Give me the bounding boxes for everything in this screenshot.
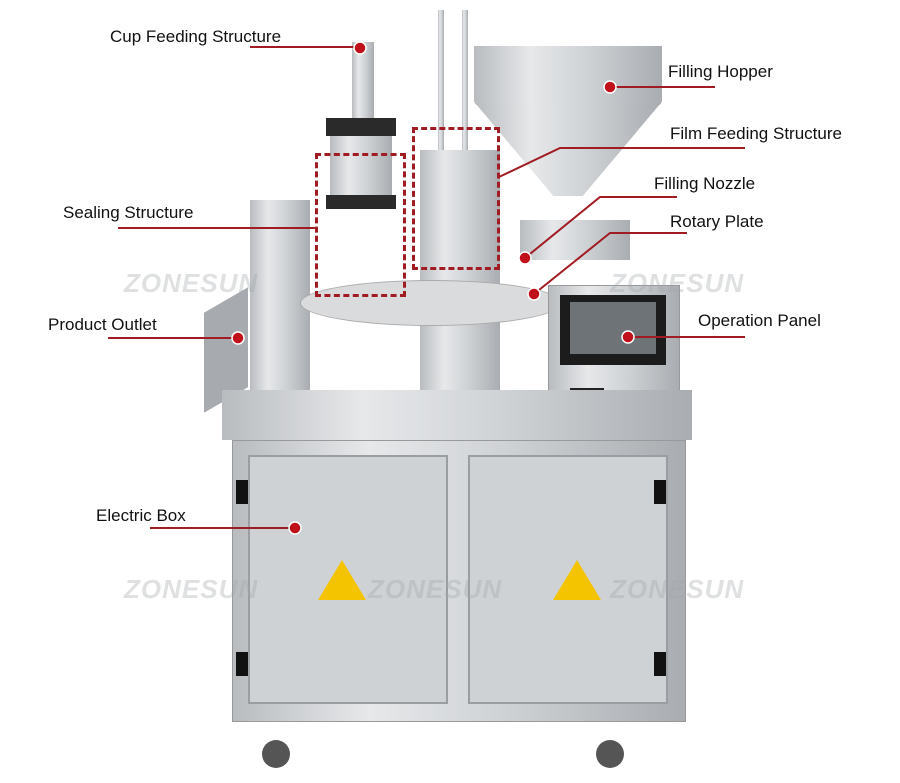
label-rotary-plate: Rotary Plate — [670, 212, 764, 231]
marker-dot — [603, 80, 617, 94]
label-film-feeding: Film Feeding Structure — [670, 124, 842, 143]
marker-dot — [527, 287, 541, 301]
label-product-outlet: Product Outlet — [48, 315, 157, 334]
hopper — [474, 46, 662, 106]
marker-dot — [621, 330, 635, 344]
callout-line-rotary — [533, 232, 687, 295]
cup-feeding-column — [352, 42, 374, 122]
callout-line-film-feeding — [498, 147, 745, 178]
marker-dot — [353, 41, 367, 55]
marker-dot — [288, 521, 302, 535]
callout-line-nozzle — [524, 196, 677, 259]
label-electric-box: Electric Box — [96, 506, 186, 525]
watermark: ZONESUN — [368, 574, 503, 604]
sealing-structure-highlight — [315, 153, 406, 297]
label-operation-panel: Operation Panel — [698, 311, 821, 330]
watermark: ZONESUN — [124, 574, 259, 604]
marker-dot — [231, 331, 245, 345]
watermark: ZONESUN — [124, 268, 259, 298]
label-filling-nozzle: Filling Nozzle — [654, 174, 756, 193]
film-feeding-highlight — [412, 127, 500, 270]
label-sealing: Sealing Structure — [63, 203, 194, 222]
label-cup-feeding: Cup Feeding Structure — [110, 27, 282, 46]
watermark: ZONESUN — [610, 268, 745, 298]
marker-dot — [518, 251, 532, 265]
label-filling-hopper: Filling Hopper — [668, 62, 773, 81]
watermark: ZONESUN — [610, 574, 745, 604]
